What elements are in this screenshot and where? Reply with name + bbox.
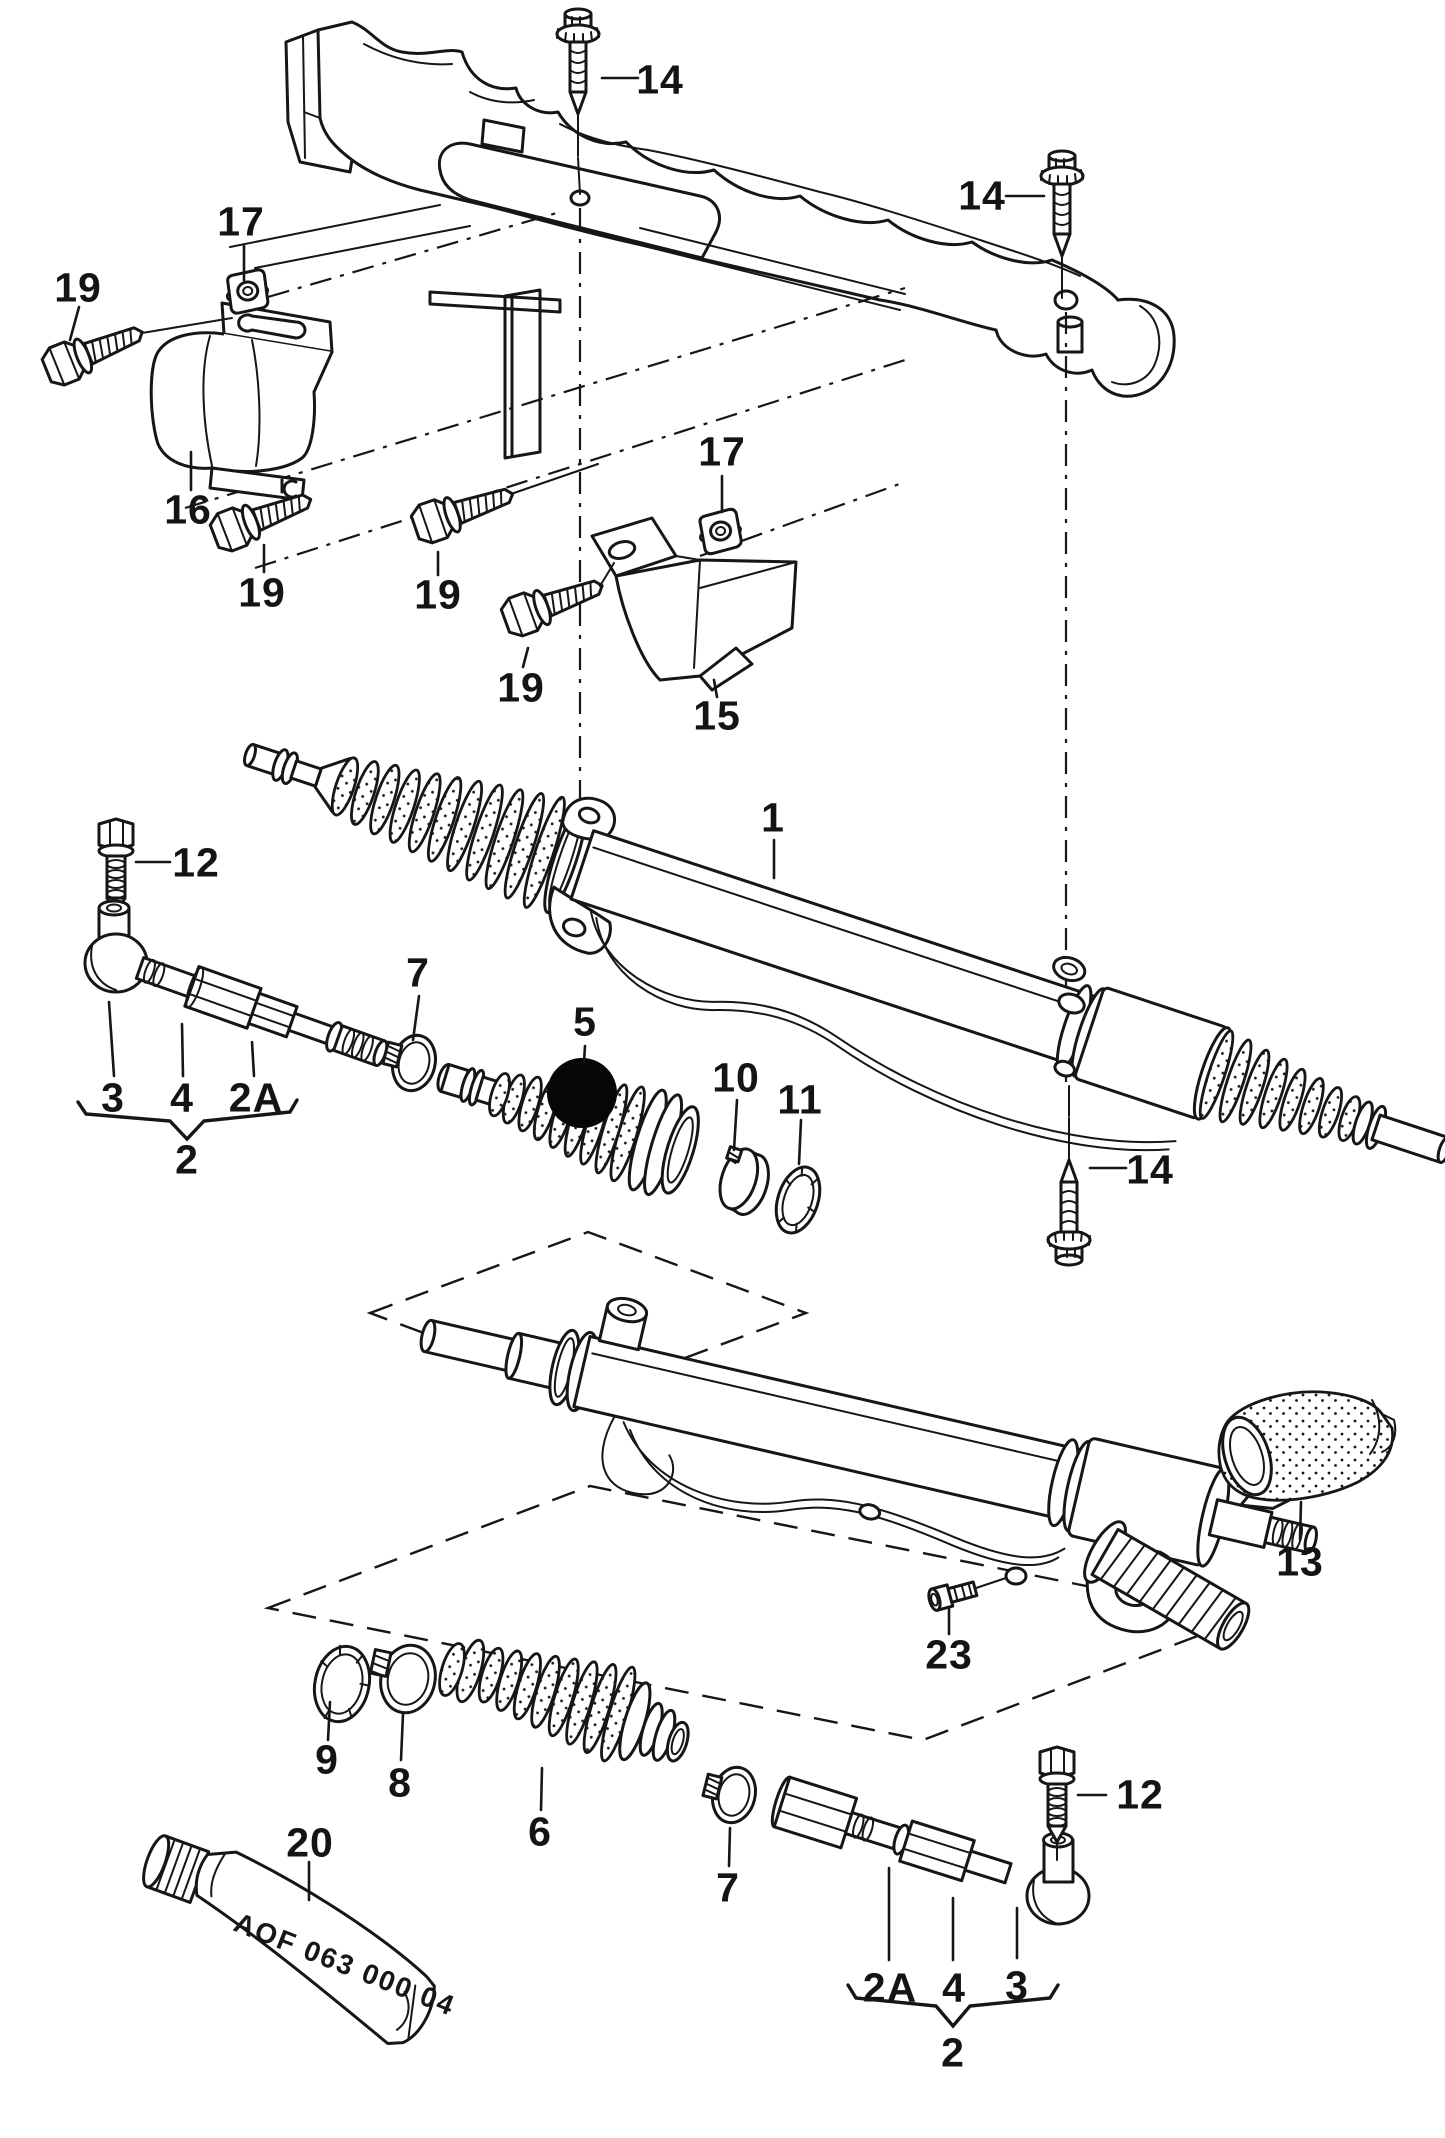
tie-rod-left (83, 817, 389, 1067)
part-label-19-left[interactable]: 19 (238, 569, 286, 616)
part-label-2-left[interactable]: 2 (175, 1136, 199, 1183)
square-nut-17-upper (223, 267, 272, 316)
part-label-19-middle[interactable]: 19 (414, 571, 462, 618)
part-label-12-left[interactable]: 12 (172, 839, 220, 886)
hex-bolt-19-lower (497, 565, 611, 642)
part-label-2A-right[interactable]: 2A (862, 1964, 918, 2011)
alignment-lines (184, 208, 1068, 1082)
flange-bolt-14-top (555, 7, 601, 158)
hex-bolt-19-middle (407, 473, 521, 548)
boot-clamp-7-lower (696, 1759, 763, 1829)
dashed-outline-lower (263, 1484, 1250, 1742)
part-label-19-upper-left[interactable]: 19 (54, 264, 102, 311)
hex-bolt-19-upper-left (37, 311, 152, 391)
part-label-13[interactable]: 13 (1276, 1538, 1324, 1585)
steering-rack-upper (243, 742, 1445, 1164)
part-label-4-left[interactable]: 4 (170, 1074, 194, 1121)
part-label-3-right[interactable]: 3 (1005, 1962, 1029, 2009)
boot-5-row (436, 1058, 822, 1235)
part-label-12-right[interactable]: 12 (1116, 1771, 1164, 1818)
part-label-2-right[interactable]: 2 (941, 2029, 965, 2076)
part-label-1[interactable]: 1 (761, 794, 785, 841)
tie-rod-right (770, 1745, 1091, 1926)
boot-clamp-7-upper (376, 1027, 443, 1097)
part-label-17-middle[interactable]: 17 (698, 428, 746, 475)
socket-bolt-23 (927, 1580, 979, 1612)
part-label-3-left[interactable]: 3 (101, 1074, 125, 1121)
part-label-4-right[interactable]: 4 (942, 1964, 966, 2011)
bracket-15 (590, 516, 798, 692)
clamp-8 (368, 1643, 437, 1715)
part-5-highlight-marker[interactable] (547, 1058, 617, 1128)
part-label-19-lower[interactable]: 19 (497, 664, 545, 711)
ring-9 (312, 1644, 372, 1724)
pinion-shaft (1083, 1520, 1251, 1651)
part-label-10[interactable]: 10 (712, 1054, 760, 1101)
part-label-23[interactable]: 23 (925, 1631, 973, 1678)
boot-13-funnel (1217, 1390, 1397, 1502)
part-label-2A-left[interactable]: 2A (228, 1074, 284, 1121)
part-label-7-lower[interactable]: 7 (716, 1864, 740, 1911)
part-label-17-upper-left[interactable]: 17 (217, 198, 265, 245)
drain-plug-boss (1004, 1566, 1028, 1586)
bracket-16 (149, 301, 334, 502)
clamp-10 (718, 1145, 770, 1216)
flange-bolt-14-right (1039, 149, 1085, 300)
part-label-5[interactable]: 5 (573, 998, 597, 1045)
part-label-16[interactable]: 16 (164, 486, 212, 533)
part-label-14-top[interactable]: 14 (636, 56, 684, 103)
part-label-6[interactable]: 6 (528, 1808, 552, 1855)
subframe-crossmember (229, 20, 1176, 460)
leader-lines (68, 76, 1303, 2029)
retaining-ring-11 (774, 1165, 822, 1235)
grease-tube-20 (142, 1834, 436, 2046)
part-label-14-right[interactable]: 14 (958, 172, 1006, 219)
boot-6-row (312, 1638, 763, 1829)
part-label-20[interactable]: 20 (286, 1819, 334, 1866)
part-label-7-upper[interactable]: 7 (406, 949, 430, 996)
square-nut-17-middle (695, 506, 746, 557)
part-label-11[interactable]: 11 (777, 1076, 823, 1123)
part-label-8[interactable]: 8 (388, 1759, 412, 1806)
part-label-15[interactable]: 15 (693, 692, 741, 739)
part-label-14-bottom[interactable]: 14 (1126, 1146, 1174, 1193)
part-label-9[interactable]: 9 (315, 1736, 339, 1783)
